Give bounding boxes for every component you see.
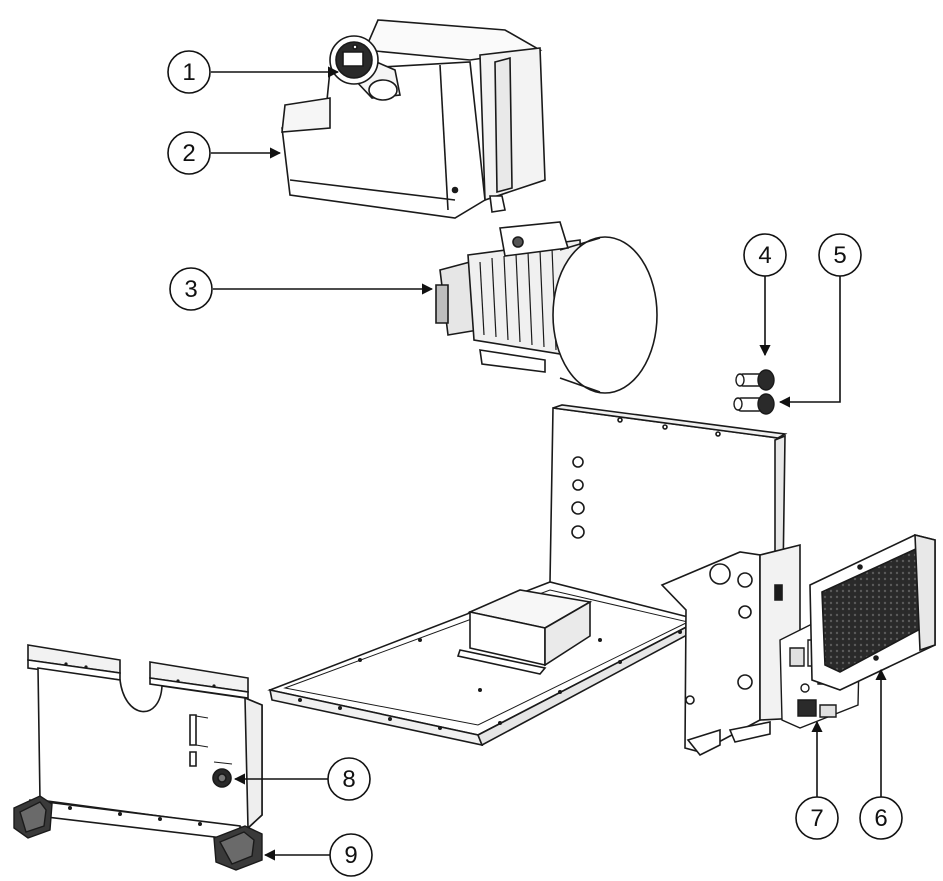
callout-2: 2	[167, 131, 211, 175]
svg-text:8: 8	[342, 766, 355, 793]
svg-text:1: 1	[182, 59, 195, 86]
svg-text:9: 9	[344, 842, 357, 869]
fasteners	[734, 370, 774, 414]
filler-cap	[330, 36, 400, 100]
svg-text:5: 5	[833, 242, 846, 269]
callout-3: 3	[169, 267, 213, 311]
front-panel	[28, 645, 262, 840]
leader-lines	[211, 66, 887, 861]
svg-text:4: 4	[758, 242, 771, 269]
callout-6: 6	[859, 796, 903, 840]
base-frame	[270, 405, 785, 745]
motor	[436, 222, 657, 393]
svg-text:2: 2	[182, 140, 195, 167]
callout-4: 4	[743, 233, 787, 277]
heatsink-panel	[810, 535, 935, 690]
callout-8: 8	[327, 757, 371, 801]
svg-text:7: 7	[810, 805, 823, 832]
callout-1: 1	[167, 50, 211, 94]
callout-7: 7	[795, 796, 839, 840]
caster-wheels	[14, 796, 262, 870]
svg-text:3: 3	[184, 276, 197, 303]
side-bracket	[662, 545, 800, 755]
callout-9: 9	[329, 833, 373, 877]
svg-text:6: 6	[874, 805, 887, 832]
cover-housing	[282, 20, 545, 218]
callout-5: 5	[818, 233, 862, 277]
